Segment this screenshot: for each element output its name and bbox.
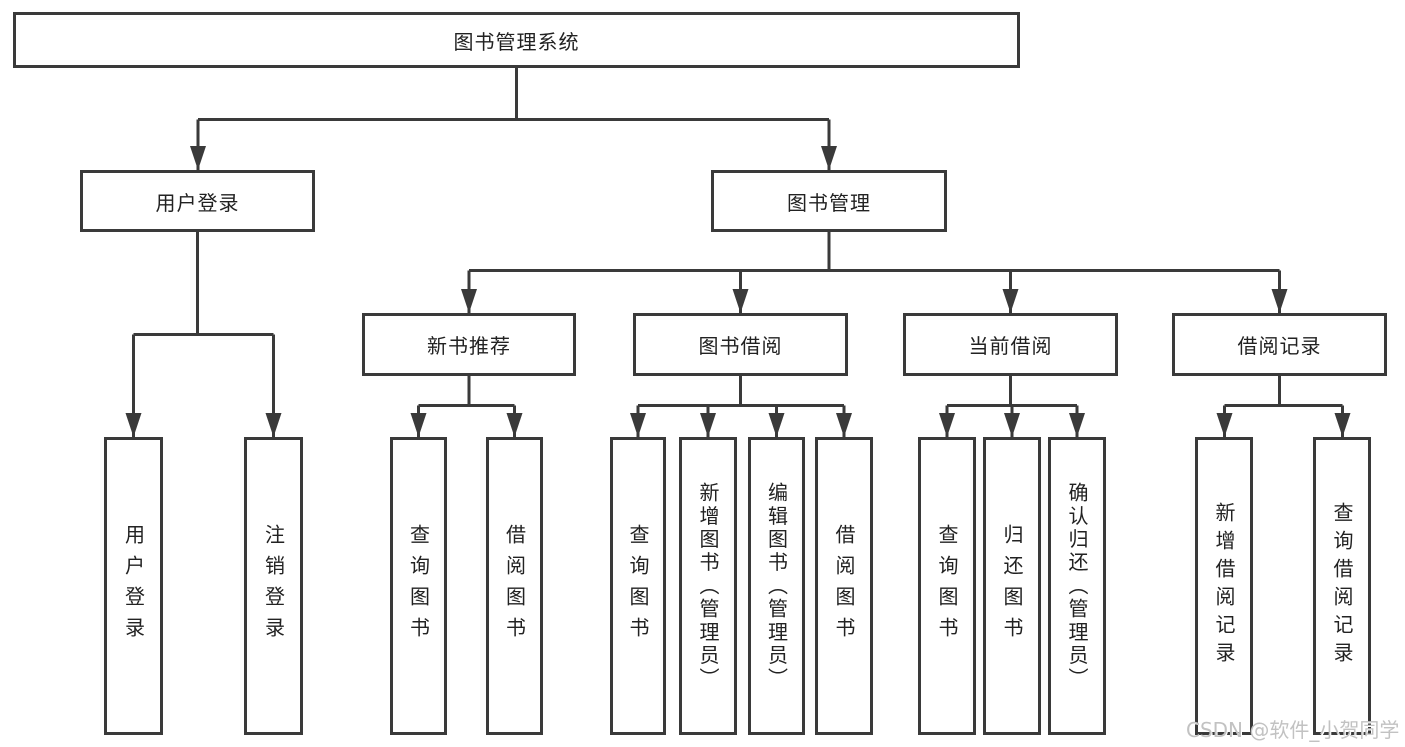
node-root-library-system: 图书管理系统 [13,12,1020,68]
leaf-nbr-borrow-books: 借阅图书 [486,437,543,735]
node-user-login: 用户登录 [80,170,315,232]
leaf-logout: 注销登录 [244,437,303,735]
leaf-cb-query-books: 查询图书 [918,437,976,735]
leaf-bb-query-books: 查询图书 [610,437,666,735]
leaf-cb-confirm-return-admin: 确认归还（管理员） [1048,437,1106,735]
node-book-borrowing: 图书借阅 [633,313,848,376]
node-book-management: 图书管理 [711,170,947,232]
node-borrowing-records: 借阅记录 [1172,313,1387,376]
leaf-cb-return-books: 归还图书 [983,437,1041,735]
node-new-book-recommend: 新书推荐 [362,313,576,376]
leaf-br-add-record: 新增借阅记录 [1195,437,1253,735]
leaf-bb-borrow-books: 借阅图书 [815,437,873,735]
node-current-borrowing: 当前借阅 [903,313,1118,376]
leaf-nbr-query-books: 查询图书 [390,437,447,735]
leaf-br-query-record: 查询借阅记录 [1313,437,1371,735]
leaf-user-login: 用户登录 [104,437,163,735]
leaf-bb-add-books-admin: 新增图书（管理员） [679,437,737,735]
csdn-watermark: CSDN @软件_小贺同学 [1186,718,1400,742]
leaf-bb-edit-books-admin: 编辑图书（管理员） [748,437,805,735]
